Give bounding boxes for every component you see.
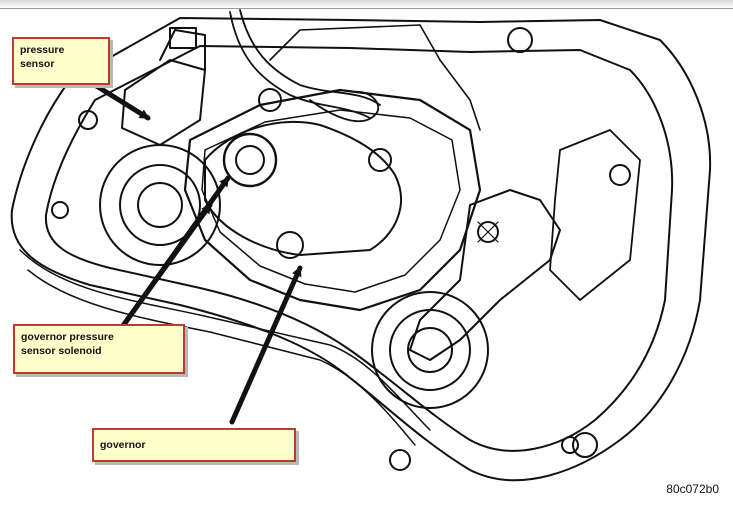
figure-code: 80c072b0 bbox=[666, 482, 719, 496]
right-bracket bbox=[549, 129, 641, 301]
bolt-hole bbox=[507, 27, 533, 53]
bolt-hole bbox=[561, 436, 579, 454]
case-outline bbox=[10, 17, 712, 482]
lever-stud bbox=[477, 221, 499, 243]
arrow-pressure-sensor bbox=[87, 79, 151, 121]
callout-pressure-sensor: pressure sensor bbox=[12, 37, 110, 85]
governor-bolt bbox=[258, 88, 282, 112]
wire-harness bbox=[239, 9, 381, 106]
window-top-edge bbox=[0, 0, 733, 9]
case-inner-flange bbox=[44, 45, 674, 452]
governor-bolt bbox=[368, 148, 392, 172]
arrow-governor bbox=[229, 265, 303, 425]
right-bolt bbox=[572, 432, 598, 458]
governor-housing bbox=[183, 88, 482, 312]
governor-housing-edge bbox=[201, 109, 461, 293]
arrow-solenoid-2 bbox=[117, 202, 213, 333]
left-boss-inner bbox=[119, 164, 201, 246]
right-boss bbox=[371, 291, 489, 409]
left-boss bbox=[99, 144, 221, 266]
right-bolt bbox=[609, 164, 631, 186]
governor-bolt bbox=[276, 231, 304, 259]
callout-governor-pressure-sensor-solenoid: governor pressure sensor solenoid bbox=[13, 324, 185, 374]
bolt-hole bbox=[51, 201, 69, 219]
bolt-hole bbox=[78, 110, 98, 130]
bolt-hole bbox=[389, 449, 411, 471]
callout-governor: governor bbox=[92, 428, 296, 462]
pan-rail bbox=[19, 249, 431, 431]
solenoid-ring bbox=[222, 132, 278, 188]
pressure-sensor-body bbox=[121, 59, 206, 146]
pan-rail-2 bbox=[27, 269, 416, 446]
solenoid-plate bbox=[204, 121, 402, 256]
